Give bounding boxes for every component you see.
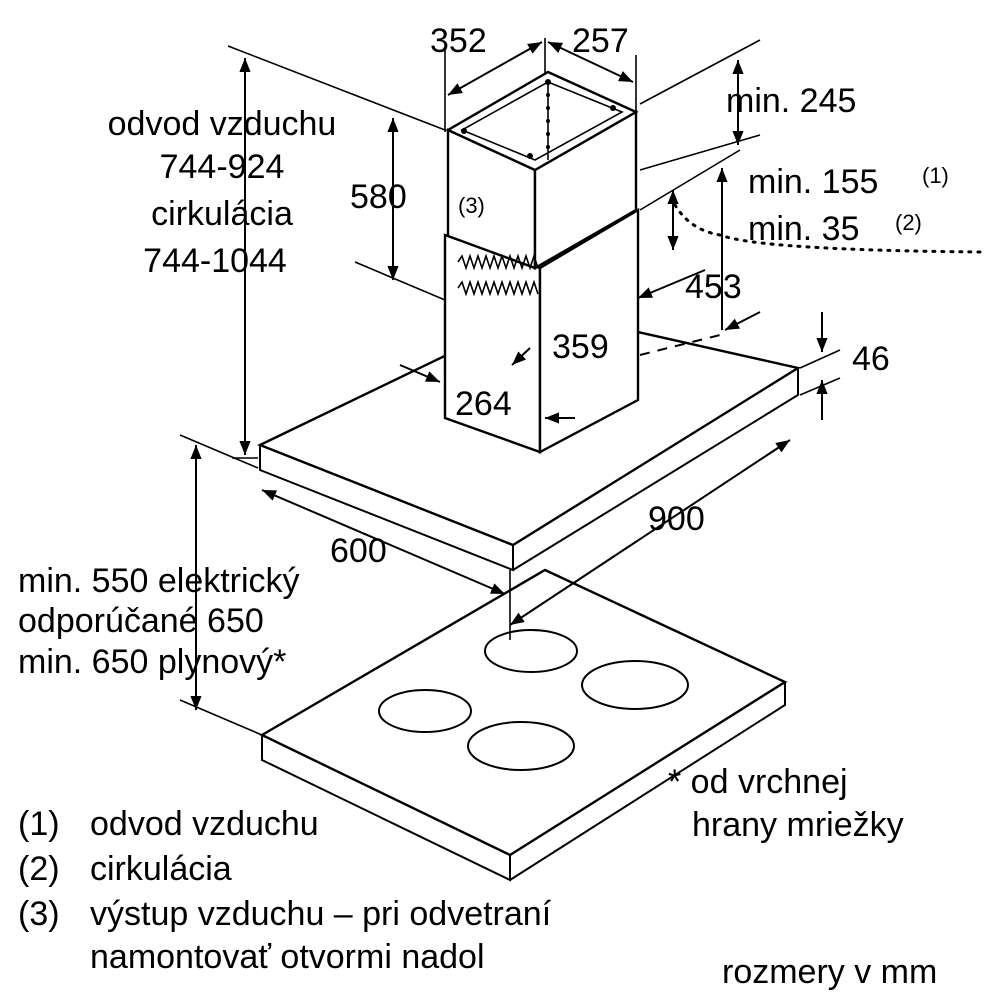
legend-text-4: namontovať otvormi nadol <box>90 938 485 976</box>
note-line-1: * od vrchnej <box>668 763 848 801</box>
dim-600: 600 <box>330 532 387 570</box>
bracket-holes <box>461 79 616 159</box>
exhaust-title: odvod vzduchu <box>108 105 337 143</box>
dim-900: 900 <box>648 500 705 538</box>
dim-min155: min. 155 <box>748 163 878 201</box>
cooktop-side-edge <box>509 682 786 881</box>
dim-257: 257 <box>572 22 629 60</box>
legend: (1) odvod vzduchu (2) cirkulácia (3) výs… <box>18 805 552 976</box>
ref-3: (3) <box>458 193 485 218</box>
dim-46: 46 <box>852 340 890 378</box>
dim-min155-ref: (1) <box>922 163 949 188</box>
dim-580: 580 <box>350 178 407 216</box>
chimney <box>443 70 721 454</box>
burner-back-left <box>484 629 578 673</box>
legend-num-3: (3) <box>18 895 60 933</box>
burner-front-right <box>467 721 575 771</box>
legend-num-1: (1) <box>18 805 60 843</box>
recirc-range: 744-1044 <box>143 242 287 280</box>
legend-text-1: odvod vzduchu <box>90 805 319 843</box>
dim-min35: min. 35 <box>748 210 860 248</box>
legend-text-3: výstup vzduchu – pri odvetraní <box>90 895 552 933</box>
chimney-top-inner <box>460 81 624 161</box>
dim-359: 359 <box>552 328 609 366</box>
min-line-3: min. 650 plynový* <box>18 643 286 681</box>
dimension-lines <box>179 38 982 736</box>
min-line-2: odporúčané 650 <box>18 602 264 640</box>
burner-back-right <box>581 660 689 710</box>
cooktop-front-edge <box>261 735 511 882</box>
burner-front-left <box>378 689 472 733</box>
cooktop <box>259 568 788 882</box>
note-line-2: hrany mriežky <box>692 806 904 844</box>
exhaust-range: 744-924 <box>160 148 285 186</box>
legend-num-2: (2) <box>18 850 60 888</box>
dim-352: 352 <box>430 22 487 60</box>
dim-264: 264 <box>455 385 512 423</box>
dim-min35-ref: (2) <box>895 210 922 235</box>
labels: odvod vzduchu 744-924 cirkulácia 744-104… <box>18 22 949 844</box>
units-label: rozmery v mm <box>722 953 937 991</box>
recirc-title: cirkulácia <box>151 195 293 233</box>
chimney-lower-side <box>538 207 640 454</box>
min-line-1: min. 550 elektrický <box>18 562 300 600</box>
air-outlet-vents <box>457 253 539 297</box>
hidden-line-3 <box>639 334 721 356</box>
dim-453: 453 <box>685 268 742 306</box>
legend-text-2: cirkulácia <box>90 850 232 888</box>
dim-min245: min. 245 <box>726 82 856 120</box>
